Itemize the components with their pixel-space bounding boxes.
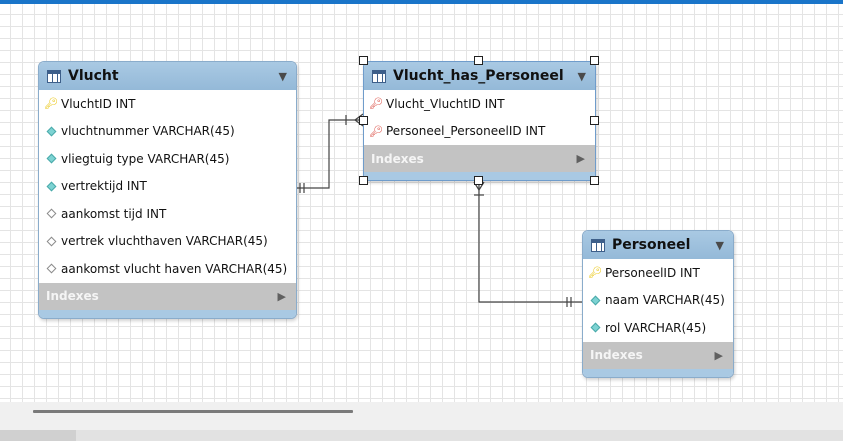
- column-label: vertrek vluchthaven VARCHAR(45): [61, 234, 268, 249]
- table-icon: [591, 238, 605, 252]
- resize-handle-right[interactable]: [590, 116, 599, 125]
- column-row[interactable]: 🔑︎PersoneelID INT: [583, 259, 733, 287]
- indexes-section[interactable]: Indexes ▶: [583, 341, 733, 369]
- foreign-primary-key-icon: 🔑︎: [369, 124, 383, 138]
- column-label: PersoneelID INT: [605, 265, 700, 280]
- column-row[interactable]: aankomst tijd INT: [39, 200, 296, 228]
- column-row[interactable]: 🔑︎Vlucht_VluchtID INT: [364, 90, 595, 118]
- table-personeel[interactable]: Personeel ▼ 🔑︎PersoneelID INT naam VARCH…: [582, 230, 734, 378]
- table-footer: [583, 368, 733, 377]
- window-top-accent-bar: [0, 0, 843, 4]
- table-vlucht[interactable]: Vlucht ▼ 🔑︎VluchtID INT vluchtnummer VAR…: [38, 61, 297, 319]
- column-row[interactable]: vertrektijd INT: [39, 173, 296, 201]
- resize-handle-top-left[interactable]: [359, 56, 368, 65]
- resize-handle-top[interactable]: [474, 56, 483, 65]
- table-header[interactable]: Vlucht ▼: [39, 62, 296, 90]
- column-row[interactable]: naam VARCHAR(45): [583, 287, 733, 315]
- column-label: vertrektijd INT: [61, 179, 147, 194]
- column-row[interactable]: aankomst vlucht haven VARCHAR(45): [39, 255, 296, 283]
- column-row[interactable]: vertrek vluchthaven VARCHAR(45): [39, 228, 296, 256]
- non-null-column-icon: [46, 180, 56, 192]
- indexes-section[interactable]: Indexes ▶: [39, 282, 296, 310]
- collapse-triangle-icon[interactable]: ▼: [715, 239, 724, 252]
- column-label: Vlucht_VluchtID INT: [386, 96, 505, 111]
- non-null-column-icon: [46, 125, 56, 137]
- non-null-column-icon: [590, 294, 600, 306]
- table-icon: [372, 69, 386, 83]
- column-label: naam VARCHAR(45): [605, 293, 725, 308]
- column-label: vliegtuig type VARCHAR(45): [61, 151, 230, 166]
- tab-strip: [0, 430, 843, 441]
- column-label: Personeel_PersoneelID INT: [386, 124, 546, 139]
- indexes-label: Indexes: [46, 289, 99, 303]
- nullable-column-icon: [46, 263, 56, 275]
- table-header[interactable]: Vlucht_has_Personeel ▼: [364, 62, 595, 90]
- column-row[interactable]: rol VARCHAR(45): [583, 314, 733, 342]
- expand-triangle-icon[interactable]: ▶: [714, 348, 723, 362]
- table-title: Vlucht_has_Personeel: [393, 68, 564, 84]
- resize-handle-bottom[interactable]: [474, 176, 483, 185]
- resize-handle-bottom-left[interactable]: [359, 176, 368, 185]
- non-null-column-icon: [590, 322, 600, 334]
- collapse-triangle-icon[interactable]: ▼: [577, 70, 586, 83]
- indexes-label: Indexes: [590, 348, 643, 362]
- indexes-label: Indexes: [371, 151, 424, 166]
- foreign-primary-key-icon: 🔑︎: [369, 97, 383, 111]
- column-label: vluchtnummer VARCHAR(45): [61, 124, 235, 139]
- expand-triangle-icon[interactable]: ▶: [277, 289, 286, 303]
- indexes-section[interactable]: Indexes ▶: [364, 145, 595, 172]
- table-footer: [39, 309, 296, 318]
- resize-handle-top-right[interactable]: [590, 56, 599, 65]
- resize-handle-bottom-right[interactable]: [590, 176, 599, 185]
- primary-key-icon: 🔑︎: [588, 266, 602, 280]
- nullable-column-icon: [46, 235, 56, 247]
- table-header[interactable]: Personeel ▼: [583, 231, 733, 259]
- table-title: Personeel: [612, 237, 691, 253]
- non-null-column-icon: [46, 153, 56, 165]
- collapse-triangle-icon[interactable]: ▼: [278, 70, 287, 83]
- column-label: aankomst tijd INT: [61, 206, 167, 221]
- column-row[interactable]: vliegtuig type VARCHAR(45): [39, 145, 296, 173]
- table-vlucht-has-personeel[interactable]: Vlucht_has_Personeel ▼ 🔑︎Vlucht_VluchtID…: [363, 61, 596, 181]
- table-title: Vlucht: [68, 68, 119, 84]
- resize-handle-left[interactable]: [359, 116, 368, 125]
- nullable-column-icon: [46, 208, 56, 220]
- primary-key-icon: 🔑︎: [44, 97, 58, 111]
- column-label: aankomst vlucht haven VARCHAR(45): [61, 261, 288, 276]
- column-label: VluchtID INT: [61, 96, 136, 111]
- column-row[interactable]: vluchtnummer VARCHAR(45): [39, 118, 296, 146]
- column-row[interactable]: 🔑︎Personeel_PersoneelID INT: [364, 118, 595, 146]
- horizontal-scrollbar[interactable]: [33, 410, 353, 413]
- column-row[interactable]: 🔑︎VluchtID INT: [39, 90, 296, 118]
- column-label: rol VARCHAR(45): [605, 320, 707, 335]
- expand-triangle-icon[interactable]: ▶: [576, 152, 585, 165]
- table-icon: [47, 69, 61, 83]
- tab-active[interactable]: [0, 430, 76, 441]
